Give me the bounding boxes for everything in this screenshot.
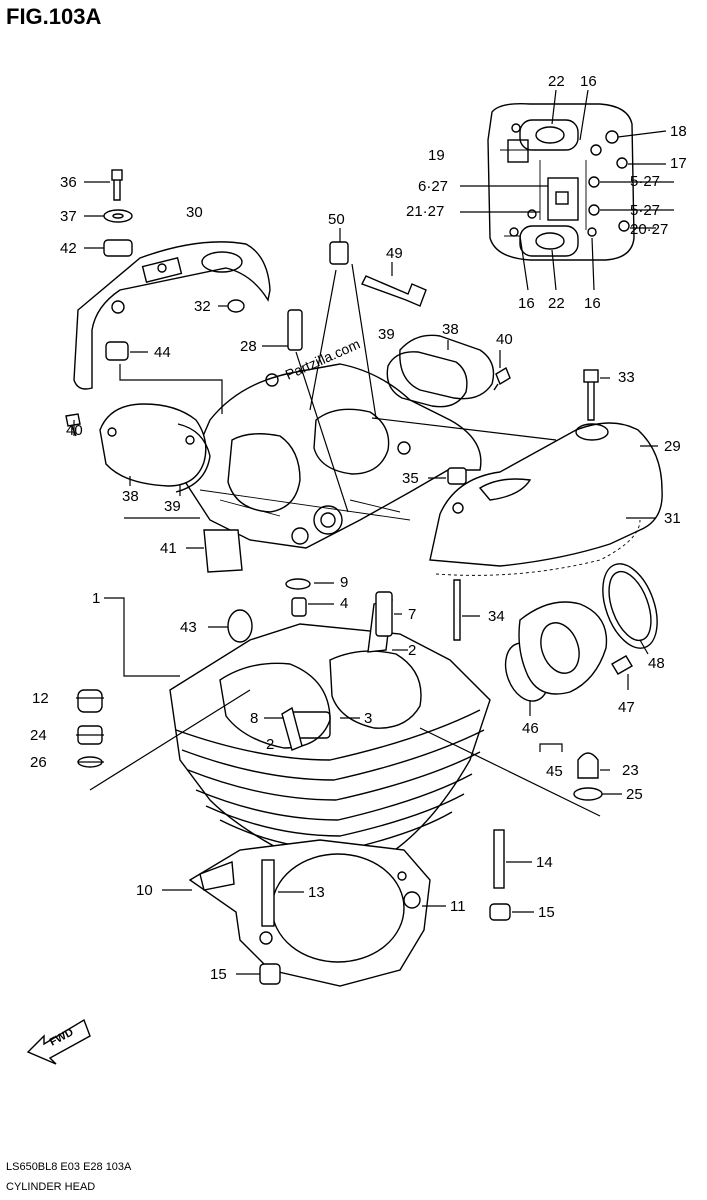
side-cover-left	[99, 403, 211, 493]
label-20-27: 20·27	[630, 221, 668, 238]
label-7: 7	[408, 606, 416, 623]
label-34: 34	[488, 608, 505, 625]
label-48: 48	[648, 655, 665, 672]
model-code: LS650BL8 E03 E28 103A	[6, 1161, 132, 1173]
label-37: 37	[60, 208, 77, 225]
label-16b: 16	[518, 295, 535, 312]
label-29: 29	[664, 438, 681, 455]
label-32: 32	[194, 298, 211, 315]
label-4: 4	[340, 595, 348, 612]
label-22b: 22	[548, 295, 565, 312]
label-33: 33	[618, 369, 635, 386]
label-28: 28	[240, 338, 257, 355]
label-11: 11	[450, 898, 466, 915]
label-41: 41	[160, 540, 177, 557]
label-22: 22	[548, 73, 565, 90]
label-35: 35	[402, 470, 419, 487]
label-46: 46	[522, 720, 539, 737]
label-24: 24	[30, 727, 47, 744]
label-16: 16	[580, 73, 597, 90]
label-39: 39	[164, 498, 181, 515]
label-14: 14	[536, 854, 553, 871]
cylinder-base-gasket	[188, 839, 431, 987]
label-40: 40	[66, 422, 83, 439]
label-39-top: 39	[378, 326, 395, 343]
label-23: 23	[622, 762, 639, 779]
label-40-top: 40	[496, 331, 513, 348]
label-5-27a: 5·27	[630, 173, 660, 190]
label-38: 38	[122, 488, 139, 505]
label-47: 47	[618, 699, 635, 716]
label-38-top: 38	[442, 321, 459, 338]
label-26: 26	[30, 754, 47, 771]
label-50: 50	[328, 211, 345, 228]
label-42: 42	[60, 240, 77, 257]
label-25: 25	[626, 786, 643, 803]
valve-cover-gasket	[435, 519, 641, 576]
intake-pipe	[504, 563, 658, 702]
label-10: 10	[136, 882, 153, 899]
label-30: 30	[186, 204, 203, 221]
label-21-27: 21·27	[406, 203, 444, 220]
label-12: 12	[32, 690, 49, 707]
label-36: 36	[60, 174, 77, 191]
label-43: 43	[180, 619, 197, 636]
leader-lines	[73, 89, 674, 975]
label-17: 17	[670, 155, 687, 172]
label-18: 18	[670, 123, 687, 140]
label-2b: 2	[266, 736, 274, 753]
part-labels: 22 16 18 19 17 6·27 5·27 21·27 5·27 20·2…	[30, 73, 687, 983]
label-45: 45	[546, 763, 563, 780]
label-8: 8	[250, 710, 258, 727]
label-1: 1	[92, 590, 100, 607]
valve-cover-right	[429, 422, 663, 567]
label-13: 13	[308, 884, 325, 901]
label-31: 31	[664, 510, 681, 527]
label-49: 49	[386, 245, 403, 262]
side-cover-plate	[386, 334, 495, 408]
label-15b: 15	[538, 904, 555, 921]
label-19: 19	[428, 147, 445, 164]
label-44: 44	[154, 344, 171, 361]
label-3: 3	[364, 710, 372, 727]
valve-cover-left	[73, 241, 271, 390]
cylinder-head-body	[183, 363, 482, 549]
figure-title: FIG.103A	[6, 4, 101, 29]
diagram-caption: CYLINDER HEAD	[6, 1181, 95, 1193]
fwd-arrow: FWD	[26, 1018, 91, 1065]
label-15: 15	[210, 966, 227, 983]
label-5-27b: 5·27	[630, 202, 660, 219]
label-6-27: 6·27	[418, 178, 448, 195]
label-16c: 16	[584, 295, 601, 312]
label-2a: 2	[408, 642, 416, 659]
label-9: 9	[340, 574, 348, 591]
